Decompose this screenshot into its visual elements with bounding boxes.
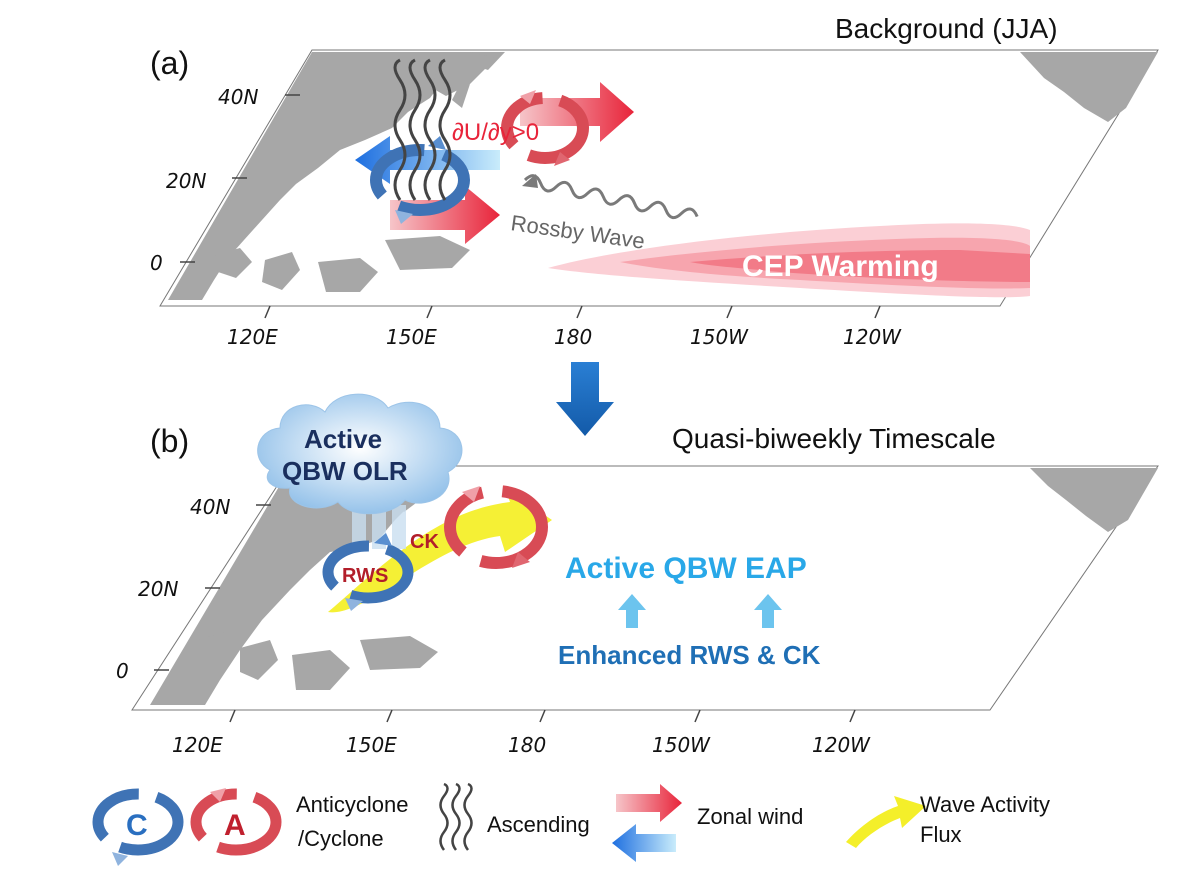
legend-zonal-label: Zonal wind bbox=[697, 804, 803, 829]
rws-label: RWS bbox=[342, 565, 388, 587]
shear-label: ∂U/∂y>0 bbox=[452, 119, 539, 146]
panel-a-title: Background (JJA) bbox=[835, 13, 1058, 44]
lat-ticks-a bbox=[180, 94, 881, 319]
ascending-lines-a bbox=[393, 58, 452, 201]
legend: C A Anticyclone /Cyclone Ascending Zonal… bbox=[92, 782, 1050, 866]
panel-a-label: (a) bbox=[150, 45, 189, 81]
cloud-label-1: Active bbox=[304, 424, 382, 454]
lon-tick-150w-b: 150W bbox=[652, 733, 711, 757]
lon-tick-150w-a: 150W bbox=[690, 325, 749, 349]
cyclone-icon-b bbox=[322, 533, 414, 611]
legend-ascending-label: Ascending bbox=[487, 812, 590, 837]
legend-waf-label-2: Flux bbox=[920, 822, 962, 847]
panel-b-label: (b) bbox=[150, 423, 189, 459]
transition-down-arrow bbox=[556, 362, 614, 436]
cloud-label-2: QBW OLR bbox=[282, 456, 408, 486]
active-qbw-olr-cloud bbox=[257, 393, 463, 549]
lat-tick-40n-a: 40N bbox=[218, 85, 258, 109]
panel-b: 40N 20N 0 120E 150E 180 150W 120W (b) Qu… bbox=[116, 393, 1159, 757]
legend-waf-arrow bbox=[846, 796, 926, 848]
legend-circulation-label-2: /Cyclone bbox=[298, 826, 384, 851]
lon-tick-150e-a: 150E bbox=[386, 325, 437, 349]
lat-tick-20n-b: 20N bbox=[138, 577, 178, 601]
zonal-wind-arrow-blue bbox=[355, 136, 500, 184]
legend-zonal-arrow-red bbox=[616, 784, 682, 822]
wave-activity-flux-arrow bbox=[328, 488, 552, 613]
legend-cyclone-icon bbox=[92, 788, 184, 866]
legend-zonal-arrow-blue bbox=[612, 824, 676, 862]
rossby-arrowhead bbox=[522, 174, 538, 188]
legend-anticyclone-icon bbox=[190, 788, 282, 856]
lon-tick-180-b: 180 bbox=[508, 733, 546, 757]
lat-tick-20n-a: 20N bbox=[166, 169, 206, 193]
cep-warming-label: CEP Warming bbox=[742, 250, 939, 283]
legend-circulation-label-1: Anticyclone bbox=[296, 792, 409, 817]
ticks-b bbox=[154, 504, 856, 723]
panel-b-title: Quasi-biweekly Timescale bbox=[672, 423, 996, 454]
anticyclone-icon-a bbox=[501, 90, 589, 166]
anticyclone-icon-b bbox=[444, 485, 548, 569]
ck-label: CK bbox=[410, 531, 439, 553]
lon-tick-120e-a: 120E bbox=[227, 325, 278, 349]
lat-tick-0-a: 0 bbox=[150, 251, 163, 275]
enhanced-label: Enhanced RWS & CK bbox=[558, 640, 821, 670]
lon-tick-120w-a: 120W bbox=[843, 325, 902, 349]
rossby-wave-line bbox=[523, 174, 699, 220]
lat-tick-40n-b: 40N bbox=[190, 495, 230, 519]
eap-label: Active QBW EAP bbox=[565, 552, 807, 585]
up-arrow-right bbox=[754, 594, 782, 628]
lon-tick-150e-b: 150E bbox=[346, 733, 397, 757]
lon-tick-180-a: 180 bbox=[554, 325, 592, 349]
legend-anticyclone-letter: A bbox=[224, 809, 246, 842]
legend-ascending-icon bbox=[439, 782, 473, 851]
land-masses-b bbox=[150, 468, 1158, 705]
cep-warming-shading bbox=[548, 223, 1030, 298]
legend-cyclone-letter: C bbox=[126, 809, 148, 842]
up-arrow-left bbox=[618, 594, 646, 628]
lon-tick-120e-b: 120E bbox=[172, 733, 223, 757]
lat-tick-0-b: 0 bbox=[116, 659, 129, 683]
legend-waf-label-1: Wave Activity bbox=[920, 792, 1050, 817]
lon-tick-120w-b: 120W bbox=[812, 733, 871, 757]
panel-a: 40N 20N 0 120E 150E 180 150W 120W (a) Ba… bbox=[150, 13, 1159, 349]
zonal-wind-arrow-red-bottom bbox=[390, 186, 500, 244]
